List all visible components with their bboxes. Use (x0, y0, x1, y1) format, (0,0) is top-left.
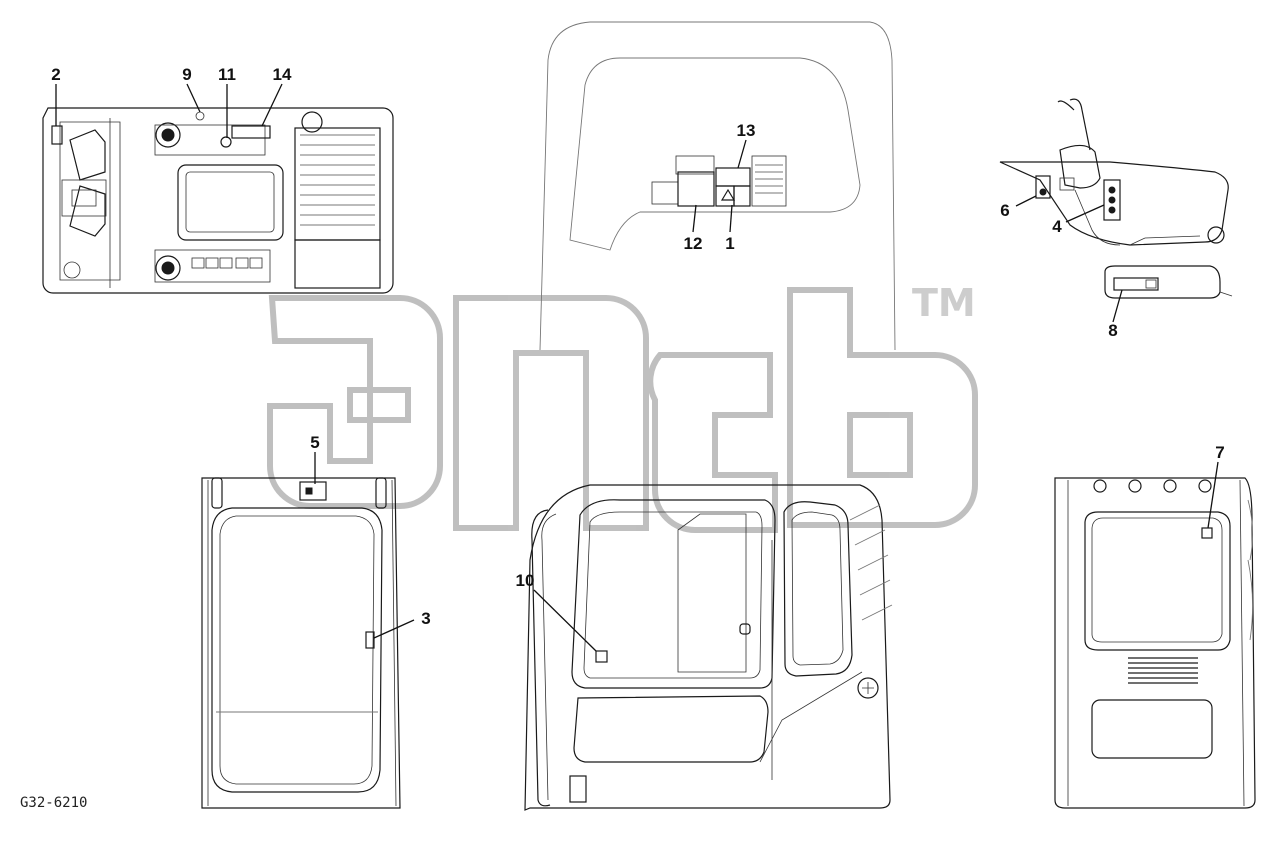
callout-12: 12 (684, 234, 703, 253)
switch-panel (191, 257, 263, 269)
callout-3: 3 (421, 609, 430, 628)
callout-13: 13 (737, 121, 756, 140)
trademark-symbol: TM (912, 281, 976, 325)
callout-11: 11 (218, 65, 236, 84)
callout-10: 10 (516, 571, 535, 590)
callout-9: 9 (182, 65, 191, 84)
cab-rear-view (1054, 477, 1256, 809)
callout-5: 5 (310, 433, 319, 452)
cab-top-view (42, 107, 394, 294)
cab-side-view (524, 484, 893, 811)
callout-14: 14 (273, 65, 292, 84)
callout-2: 2 (51, 65, 60, 84)
watermark-logo: TM (267, 281, 978, 533)
callout-7: 7 (1215, 443, 1224, 462)
callout-labels: 2 9 11 14 13 12 1 6 4 8 5 3 10 7 (51, 65, 1224, 628)
rear-door-view (201, 477, 401, 809)
callout-8: 8 (1108, 321, 1117, 340)
callout-4: 4 (1052, 217, 1062, 236)
leader-lines (55, 83, 1219, 652)
callout-1: 1 (725, 234, 734, 253)
drawing-code: G32-6210 (20, 795, 87, 811)
decal-group-13 (651, 155, 787, 207)
console-joystick-view (999, 98, 1229, 246)
rear-grille (1128, 657, 1198, 684)
callout-6: 6 (1000, 201, 1009, 220)
side-panel-view (1104, 265, 1233, 299)
